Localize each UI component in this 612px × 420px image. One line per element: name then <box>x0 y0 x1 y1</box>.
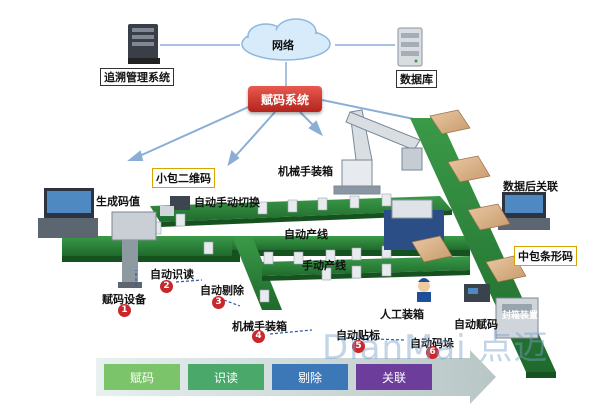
coding-value-label: 生成码值 <box>96 195 140 208</box>
step-number-2: 2 <box>160 280 173 293</box>
sealing-device-icon <box>495 297 539 339</box>
auto-coding-label: 自动赋码 <box>454 318 498 331</box>
auto-code-op-label: 自动码垛 <box>410 337 454 350</box>
mid-pack-barcode-label: 中包条形码 <box>514 246 577 266</box>
robot-arm-icon <box>333 109 423 195</box>
auto-reject-label: 自动剔除 <box>200 284 244 297</box>
database-icon <box>397 27 423 67</box>
auto-manual-switch-label: 自动手动切换 <box>194 196 260 209</box>
step-number-3: 3 <box>212 296 225 309</box>
process-step-read: 识读 <box>188 364 264 390</box>
robot-packing-2-label: 机械手装箱 <box>232 320 287 333</box>
watermark: DianMai 点迈 <box>322 328 549 368</box>
conveyor-upper <box>150 196 452 227</box>
computer-station-right <box>498 192 550 230</box>
coding-device-label: 赋码设备 <box>102 293 146 306</box>
computer-station-left <box>38 188 98 238</box>
auto-line-label: 自动产线 <box>284 228 328 241</box>
network-links <box>160 44 395 86</box>
process-step-reject: 剔除 <box>272 364 348 390</box>
step-number-5: 5 <box>352 340 365 353</box>
robot-packing-label: 机械手装箱 <box>278 165 333 178</box>
cartons <box>411 109 527 283</box>
step-number-6: 6 <box>426 346 439 359</box>
network-label: 网络 <box>272 39 294 52</box>
coding-system-node: 赋码系统 <box>248 86 322 112</box>
auto-label-label: 自动贴标 <box>336 329 380 342</box>
small-pack-qr-label: 小包二维码 <box>152 168 215 188</box>
manual-packing-label: 人工装箱 <box>380 308 424 321</box>
process-step-link: 关联 <box>356 364 432 390</box>
conveyor-manual <box>232 236 470 310</box>
seal-device-label: 封箱装置 <box>502 311 539 321</box>
server-icon <box>128 24 160 64</box>
post-data-link-label: 数据后关联 <box>503 180 558 193</box>
trace-system-label: 追溯管理系统 <box>100 68 174 86</box>
coding-device-icon <box>111 211 157 288</box>
label-printer-icon <box>464 284 490 302</box>
auto-read-label: 自动识读 <box>150 268 194 281</box>
database-label: 数据库 <box>396 70 437 88</box>
cloud-icon <box>241 18 331 61</box>
manual-line-label: 手动产线 <box>302 259 346 272</box>
scanner-icon <box>160 196 190 216</box>
process-step-coding: 赋码 <box>104 364 180 390</box>
step-number-1: 1 <box>118 304 131 317</box>
step-number-4: 4 <box>252 330 265 343</box>
bottles <box>151 193 392 303</box>
flow-arrows <box>135 270 405 341</box>
worker-icon <box>417 278 431 302</box>
